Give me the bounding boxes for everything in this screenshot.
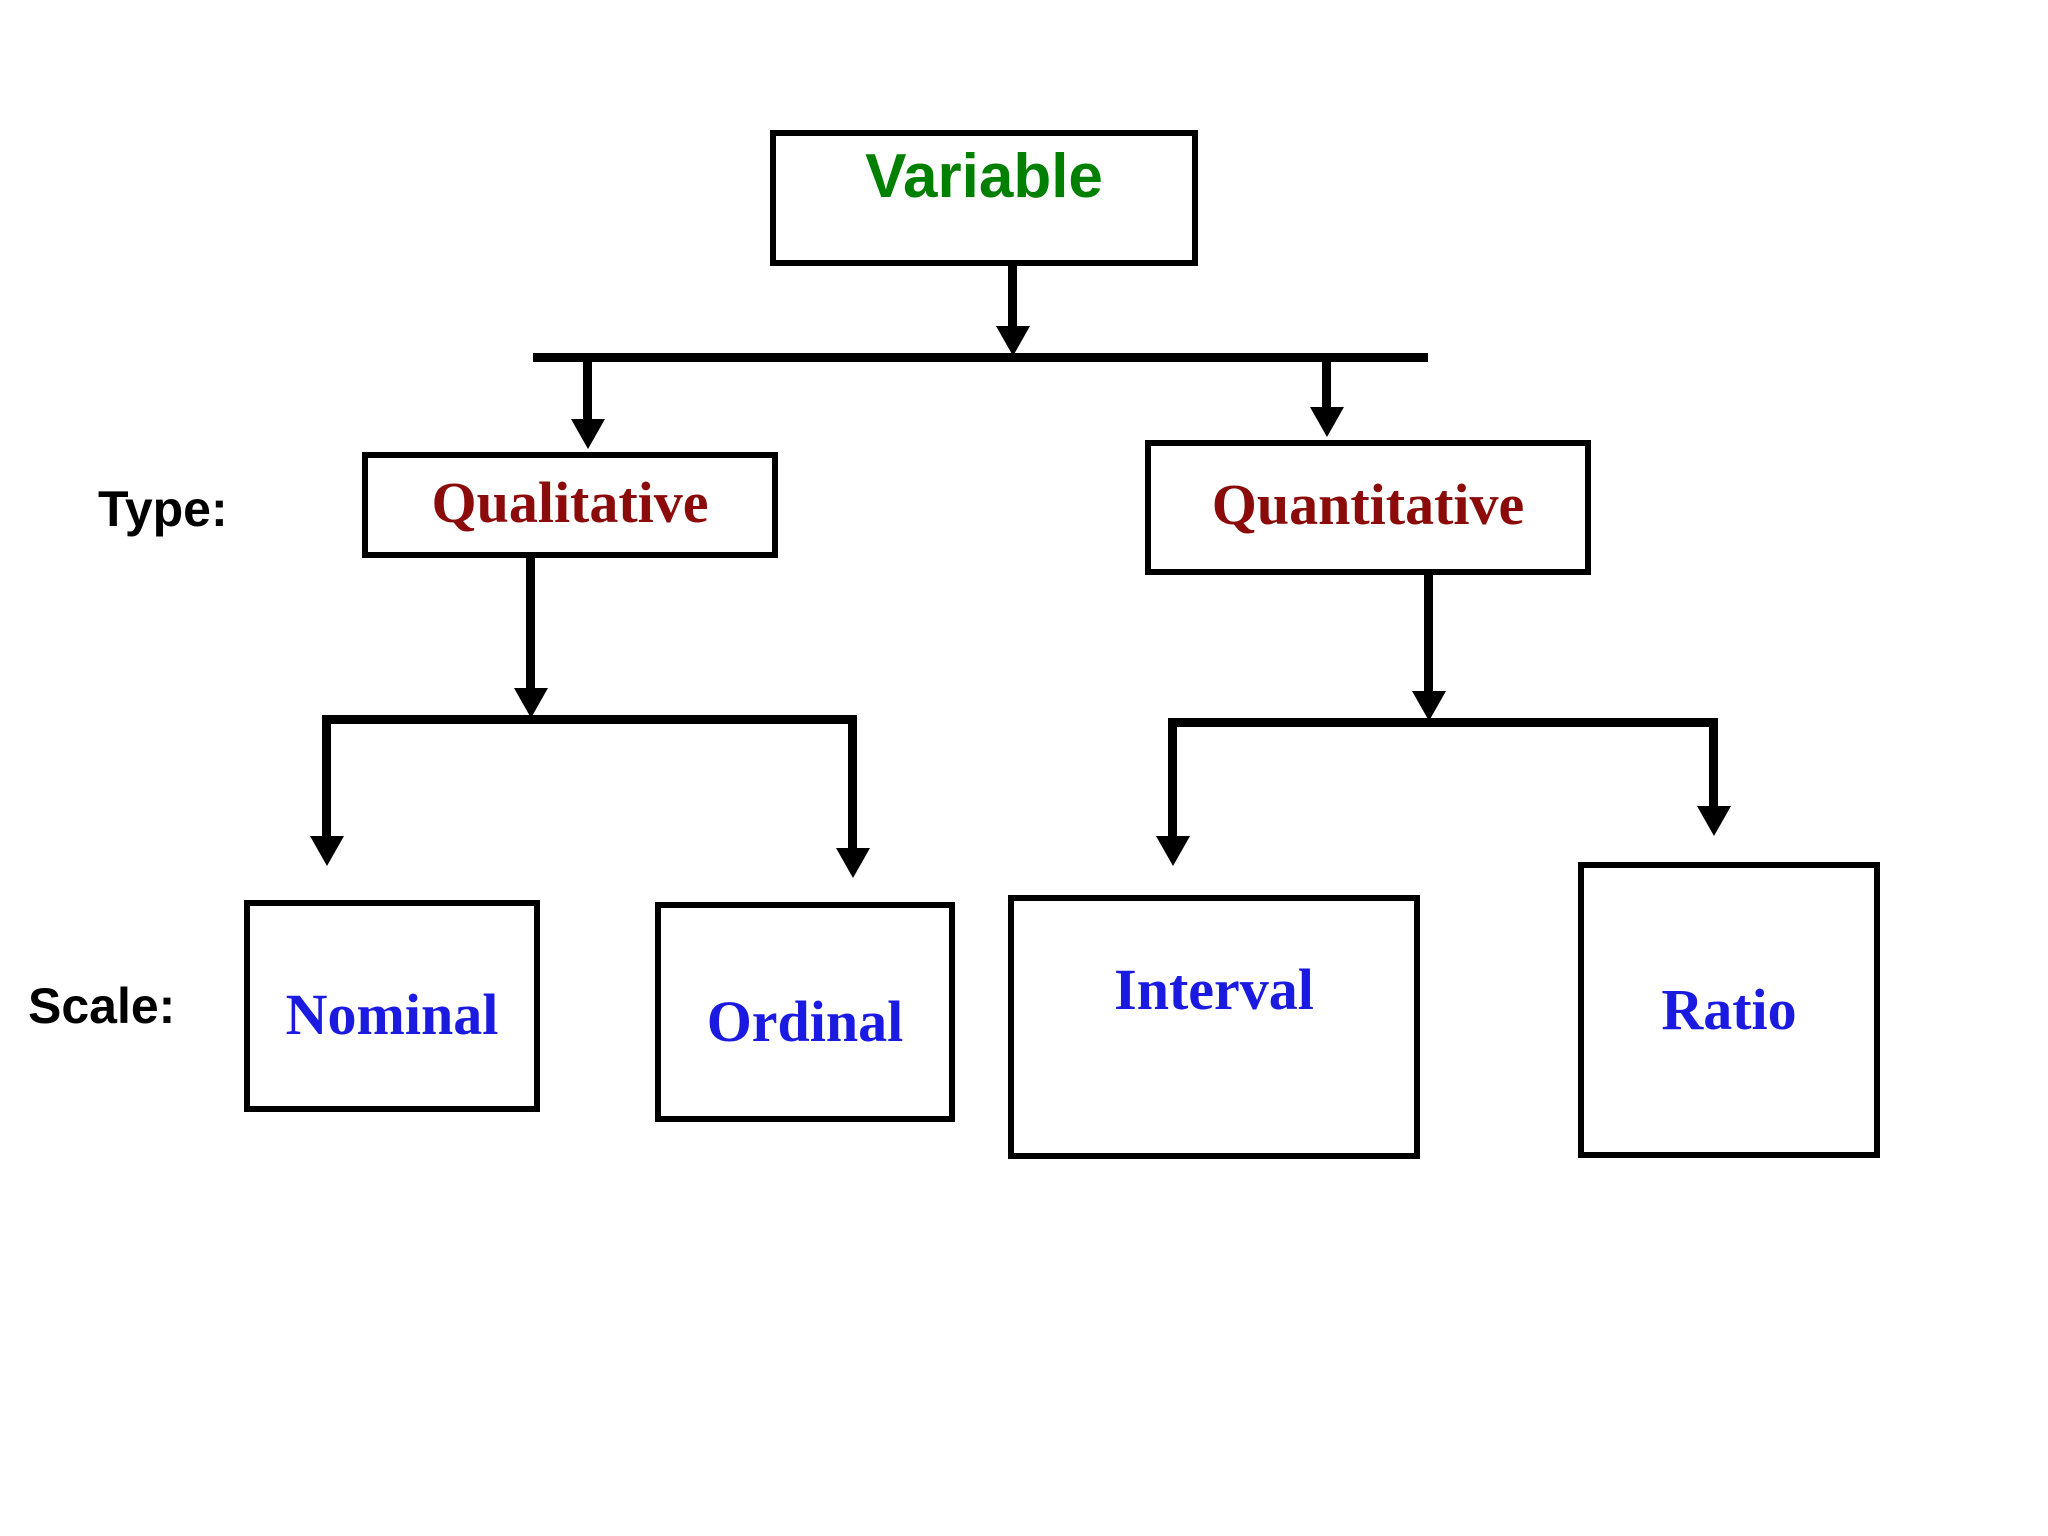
arrowhead-to-qualitative xyxy=(571,419,605,449)
connector-to-ordinal xyxy=(848,715,857,850)
connector-qualitative-stem xyxy=(526,558,535,690)
connector-to-ratio xyxy=(1709,718,1718,808)
node-ordinal[interactable]: Ordinal xyxy=(655,902,955,1122)
node-interval-label: Interval xyxy=(1114,957,1314,1022)
arrowhead-variable-to-split xyxy=(996,326,1030,356)
node-qualitative-label: Qualitative xyxy=(431,470,709,535)
row-caption-scale: Scale: xyxy=(28,978,176,1034)
node-ordinal-label: Ordinal xyxy=(706,989,904,1054)
node-ratio[interactable]: Ratio xyxy=(1578,862,1880,1158)
node-quantitative[interactable]: Quantitative xyxy=(1145,440,1591,575)
node-variable-label: Variable xyxy=(865,142,1103,211)
arrowhead-to-quantitative xyxy=(1310,407,1344,437)
connector-split-bar-quantitative xyxy=(1168,718,1718,727)
connector-split-bar-qualitative xyxy=(322,715,857,724)
connector-quantitative-stem xyxy=(1424,575,1433,693)
connector-to-interval xyxy=(1168,718,1177,838)
connector-to-quantitative xyxy=(1322,353,1331,409)
node-ratio-label: Ratio xyxy=(1661,977,1797,1042)
node-nominal[interactable]: Nominal xyxy=(244,900,540,1112)
connector-split-bar-top xyxy=(533,353,1428,362)
node-interval[interactable]: Interval xyxy=(1008,895,1420,1159)
arrowhead-to-ratio xyxy=(1697,806,1731,836)
node-nominal-label: Nominal xyxy=(285,982,499,1047)
connector-to-nominal xyxy=(322,715,331,838)
row-caption-type: Type: xyxy=(98,481,228,537)
connector-to-qualitative xyxy=(583,353,592,421)
arrowhead-qualitative-to-split xyxy=(514,688,548,718)
arrowhead-to-nominal xyxy=(310,836,344,866)
arrowhead-quantitative-to-split xyxy=(1412,691,1446,721)
arrowhead-to-ordinal xyxy=(836,848,870,878)
node-quantitative-label: Quantitative xyxy=(1211,471,1525,537)
connector-variable-stem xyxy=(1008,266,1017,328)
node-qualitative[interactable]: Qualitative xyxy=(362,452,778,558)
node-variable[interactable]: Variable xyxy=(770,130,1198,266)
arrowhead-to-interval xyxy=(1156,836,1190,866)
